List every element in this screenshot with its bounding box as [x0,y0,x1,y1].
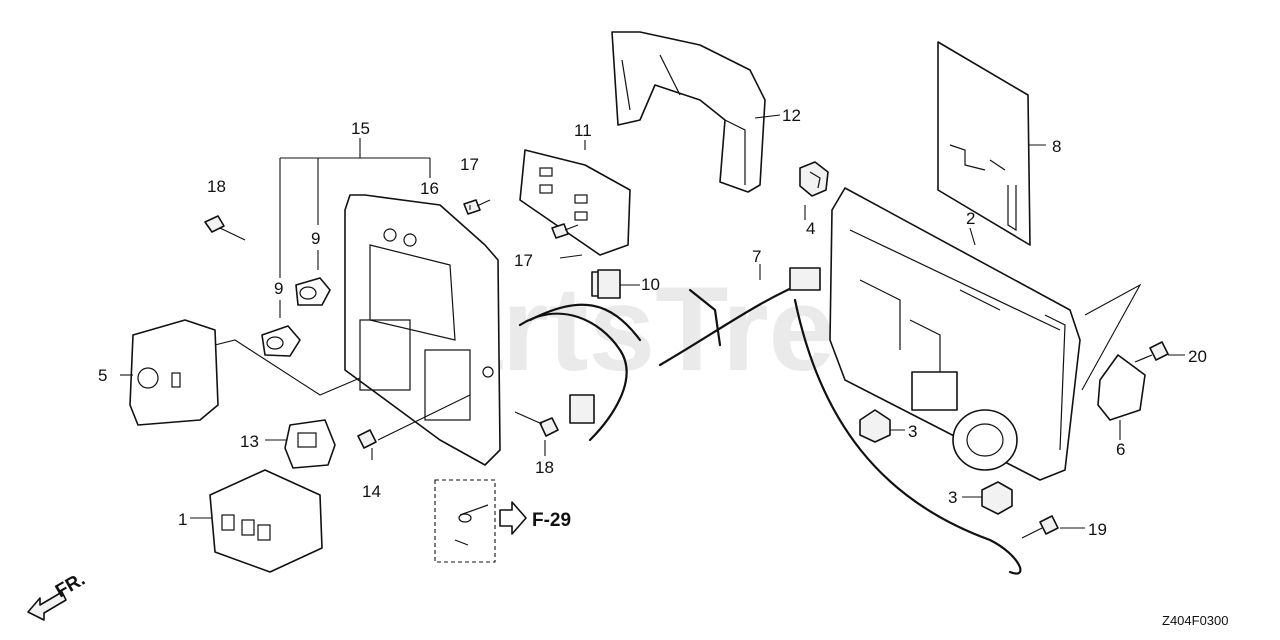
part-13-control-panel[interactable] [344,194,501,466]
callout-9-upper[interactable]: 9 [311,229,320,248]
part-3-nut-upper[interactable] [859,409,891,443]
callout-12[interactable]: 15 [351,119,370,138]
callout-17-upper[interactable]: 17 [460,155,479,174]
callout-6[interactable]: 6 [1116,440,1125,459]
part-14-cover[interactable] [611,31,766,193]
callout-8[interactable]: 8 [1052,137,1061,156]
callout-9-lower[interactable]: 9 [274,279,283,298]
callout-11[interactable]: 11 [574,121,592,140]
callout-15[interactable]: 13 [240,432,259,451]
part-8-sheet[interactable] [937,41,1031,246]
diagram-code: Z404F0300 [1162,613,1229,628]
part-17-screw-lower[interactable] [551,223,579,239]
callout-14[interactable]: 12 [782,106,801,125]
figure-ref-label: F-29 [532,510,571,531]
part-1-socket[interactable] [209,469,323,573]
leader-lines [120,114,1185,529]
part-3-nut-lower[interactable] [981,481,1013,515]
ground-detail-box [434,479,496,563]
callouts: 15 16 18 9 9 5 13 1 14 17 11 17 10 18 12… [98,106,1207,539]
callout-2[interactable]: 2 [966,209,975,228]
callout-19[interactable]: 19 [1088,520,1107,539]
callout-18-left[interactable]: 18 [207,177,226,196]
part-9-terminal-lower[interactable] [261,325,301,357]
part-16-screw[interactable] [357,429,377,449]
callout-5[interactable]: 5 [98,366,107,385]
part-10-connector[interactable] [597,269,621,299]
figure-ref-arrow[interactable]: F-29 [499,501,571,535]
part-18-screw-left[interactable] [204,215,246,241]
part-2-inverter-unit[interactable] [829,187,1081,481]
part-20-screw[interactable] [1134,341,1169,363]
callout-16[interactable]: 14 [362,482,381,501]
callout-1[interactable]: 1 [178,510,187,529]
part-4-grommet[interactable] [799,161,829,197]
part-6-bracket[interactable] [1097,354,1146,421]
callout-20[interactable]: 20 [1188,347,1207,366]
part-17-screw-upper[interactable] [463,199,491,215]
part-18-screw-right[interactable] [514,411,559,437]
callout-3-upper[interactable]: 3 [908,422,917,441]
callout-7[interactable]: 7 [752,247,761,266]
callout-17-lower[interactable]: 17 [514,251,533,270]
callout-3-lower[interactable]: 3 [948,488,957,507]
part-19-screw[interactable] [1021,515,1059,539]
part-9-terminal-upper[interactable] [295,277,331,306]
callout-13[interactable]: 16 [420,179,439,198]
part-11-outlet-panel[interactable] [519,149,631,256]
part-5-receptacle[interactable] [129,319,219,426]
callout-10[interactable]: 10 [641,275,660,294]
callout-18-right[interactable]: 18 [535,458,554,477]
callout-4[interactable]: 4 [806,219,815,238]
part-15-switch[interactable] [284,419,336,469]
front-indicator: FR. [27,569,89,621]
part-7-wire-harness[interactable] [518,267,1022,575]
